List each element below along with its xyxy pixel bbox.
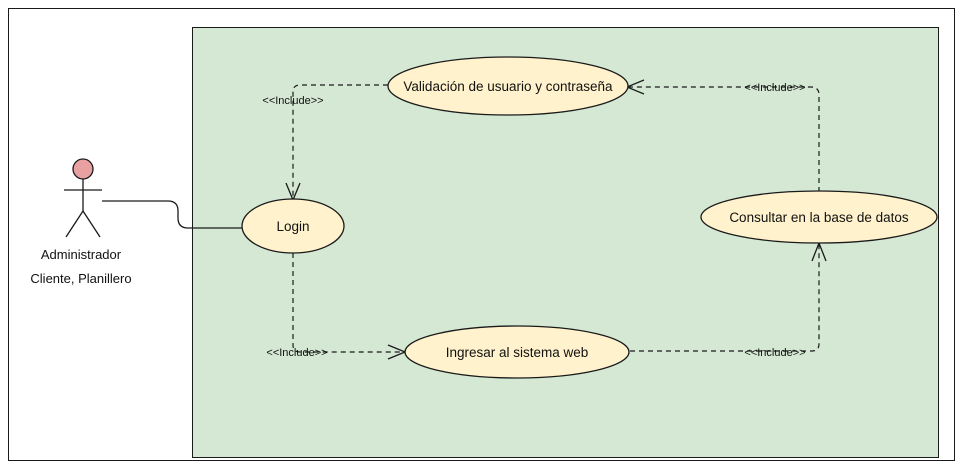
actor-label-line1: Administrador	[41, 247, 122, 262]
usecase-consultar[interactable]	[700, 190, 938, 244]
usecase-ingresar[interactable]	[404, 325, 630, 379]
actor-figure[interactable]	[64, 158, 102, 238]
actor-left-leg	[65, 210, 84, 238]
include-label-top-right: <<Include>>	[744, 82, 805, 94]
include-edge-ingresar-consultar[interactable]	[630, 245, 820, 352]
include-edge-consultar-validacion[interactable]	[629, 86, 820, 192]
association-actor-login[interactable]	[102, 200, 243, 229]
usecase-login-label: Login	[276, 219, 309, 234]
include-edge-login-ingresar[interactable]	[292, 253, 403, 353]
include-label-bottom-right: <<Include>>	[744, 347, 805, 359]
actor-head	[72, 158, 94, 180]
usecase-login[interactable]	[241, 198, 345, 254]
include-label-top-left: <<Include>>	[262, 95, 323, 107]
usecase-ingresar-label: Ingresar al sistema web	[446, 345, 589, 360]
usecase-validacion[interactable]	[387, 56, 629, 116]
include-label-bottom-left: <<Include>>	[266, 347, 327, 359]
include-edge-validacion-login[interactable]	[292, 84, 388, 197]
actor-right-leg	[82, 210, 101, 238]
usecase-consultar-label: Consultar en la base de datos	[729, 210, 909, 225]
usecase-validacion-label: Validación de usuario y contraseña	[403, 79, 613, 94]
actor-label-line2: Cliente, Planillero	[30, 271, 131, 286]
